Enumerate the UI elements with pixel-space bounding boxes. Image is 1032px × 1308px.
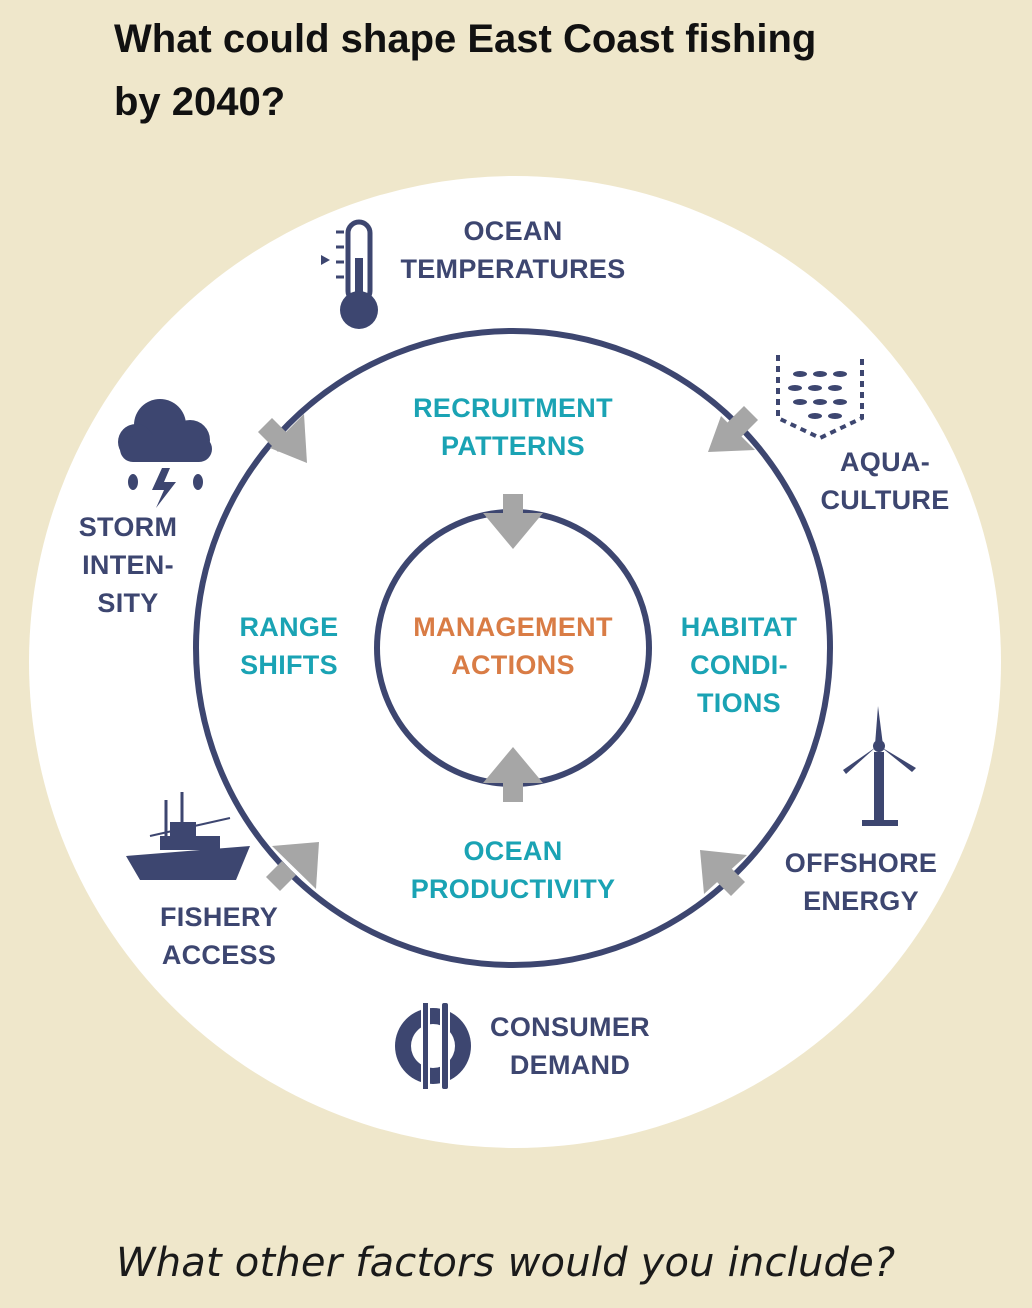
arrow-lower-left	[266, 842, 319, 891]
title-line-2: by 2040?	[114, 80, 286, 124]
recruitment-line-2: PATTERNS	[441, 431, 585, 461]
arrow-upper-left	[258, 414, 307, 463]
offshore-line-2: ENERGY	[803, 886, 919, 916]
thermometer-icon	[321, 219, 378, 329]
habitat-line-1: HABITAT	[680, 612, 798, 642]
page-title: What could shape East Coast fishing by 2…	[114, 8, 914, 134]
storm-line-1: STORM	[78, 512, 178, 542]
label-storm-intensity: STORM INTEN- SITY	[58, 508, 198, 622]
label-ocean-productivity: OCEAN PRODUCTIVITY	[383, 832, 643, 908]
management-line-2: ACTIONS	[451, 650, 575, 680]
consumer-line-2: DEMAND	[509, 1050, 631, 1080]
label-aquaculture: AQUA- CULTURE	[810, 443, 960, 519]
storm-line-2: INTEN-	[82, 550, 174, 580]
label-ocean-temperatures: OCEAN TEMPERATURES	[388, 212, 638, 288]
title-line-1: What could shape East Coast fishing	[114, 17, 817, 61]
habitat-line-3: TIONS	[696, 688, 781, 718]
fishing-boat-icon	[126, 792, 250, 880]
productivity-line-1: OCEAN	[463, 836, 563, 866]
offshore-line-1: OFFSHORE	[784, 848, 938, 878]
range-line-2: SHIFTS	[240, 650, 338, 680]
fishery-line-2: ACCESS	[161, 940, 277, 970]
label-consumer-demand: CONSUMER DEMAND	[480, 1008, 660, 1084]
fish-pen-icon	[776, 355, 864, 441]
management-line-1: MANAGEMENT	[413, 612, 613, 642]
habitat-line-2: CONDI-	[690, 650, 788, 680]
footer-question: What other factors would you include?	[116, 1240, 896, 1286]
label-habitat-conditions: HABITAT CONDI- TIONS	[664, 608, 814, 722]
plate-cutlery-icon	[395, 1001, 471, 1091]
aquaculture-line-1: AQUA-	[840, 447, 930, 477]
label-management-actions: MANAGEMENT ACTIONS	[393, 608, 633, 684]
label-offshore-energy: OFFSHORE ENERGY	[776, 844, 946, 920]
aquaculture-line-2: CULTURE	[820, 485, 950, 515]
storm-cloud-icon	[118, 399, 212, 508]
range-line-1: RANGE	[239, 612, 339, 642]
label-range-shifts: RANGE SHIFTS	[214, 608, 364, 684]
middle-ring	[193, 328, 833, 968]
recruitment-line-1: RECRUITMENT	[413, 393, 613, 423]
storm-line-3: SITY	[97, 588, 159, 618]
temperatures-line-2: TEMPERATURES	[400, 254, 626, 284]
arrow-lower-right	[700, 850, 747, 896]
arrow-up-to-center	[483, 747, 543, 802]
label-fishery-access: FISHERY ACCESS	[144, 898, 294, 974]
wind-turbine-icon	[843, 706, 916, 826]
consumer-line-1: CONSUMER	[490, 1012, 650, 1042]
arrow-down-to-center	[483, 494, 543, 549]
temperatures-line-1: OCEAN	[463, 216, 563, 246]
arrow-upper-right	[708, 406, 758, 452]
label-recruitment-patterns: RECRUITMENT PATTERNS	[383, 389, 643, 465]
fishery-line-1: FISHERY	[159, 902, 279, 932]
productivity-line-2: PRODUCTIVITY	[410, 874, 616, 904]
